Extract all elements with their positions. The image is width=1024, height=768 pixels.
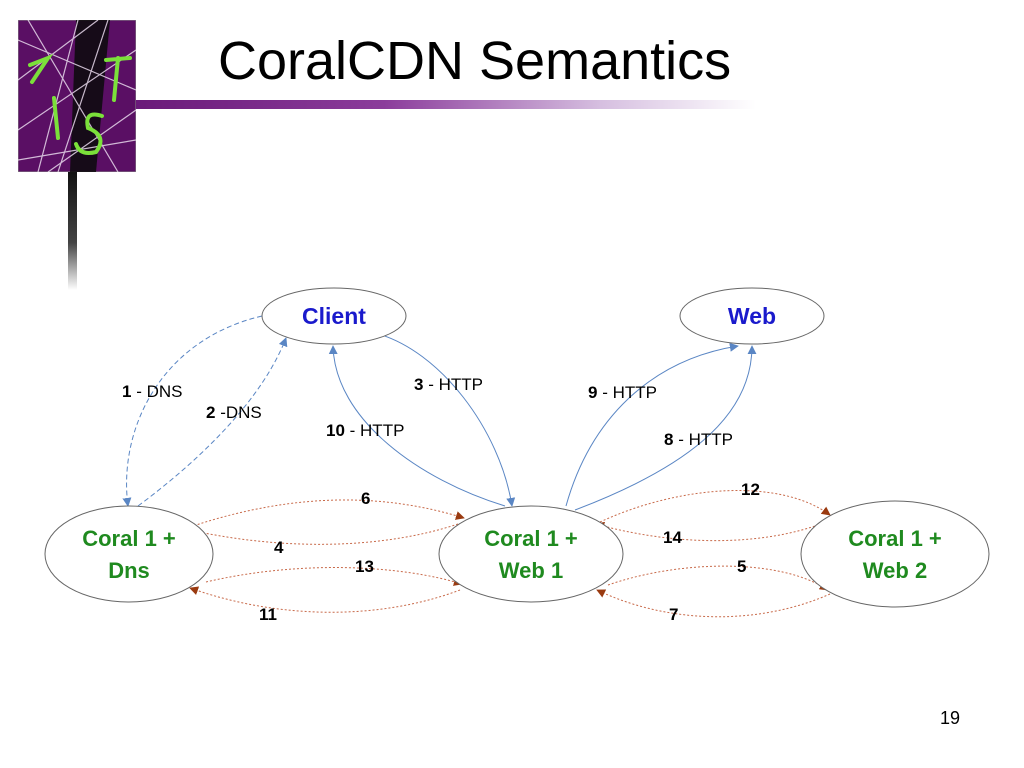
edge-2-dns [137, 337, 288, 507]
edge-3-http [374, 332, 516, 507]
label-edge-5: 5 [737, 557, 746, 576]
svg-text:Coral 1 +: Coral 1 + [82, 526, 176, 551]
svg-text:Client: Client [302, 303, 366, 329]
title-underline [136, 100, 756, 109]
node-coral-dns: Coral 1 + Dns [44, 505, 214, 603]
edge-4 [189, 523, 459, 545]
edge-10-http [328, 345, 506, 507]
slide-title: CoralCDN Semantics [218, 31, 732, 91]
edge-9-http [565, 342, 739, 507]
node-coral-web1: Coral 1 + Web 1 [438, 505, 624, 603]
node-client: Client [261, 287, 407, 345]
label-edge-3: 3 - HTTP [414, 375, 483, 394]
svg-text:Web 1: Web 1 [499, 558, 563, 583]
label-edge-9: 9 - HTTP [588, 383, 657, 402]
edge-1-dns [122, 315, 263, 507]
svg-text:Web: Web [728, 303, 776, 329]
svg-text:Web 2: Web 2 [863, 558, 927, 583]
label-edge-11: 11 [259, 605, 277, 624]
edge-8-http [574, 345, 757, 511]
edge-5 [607, 565, 829, 591]
edge-7 [596, 589, 831, 618]
label-edge-7: 7 [669, 605, 678, 624]
svg-text:Dns: Dns [108, 558, 150, 583]
label-edge-12: 12 [741, 480, 760, 499]
edge-11 [189, 586, 461, 613]
label-edge-1: 1 - DNS [122, 382, 182, 401]
edge-12 [599, 490, 831, 523]
label-edge-2: 2 -DNS [206, 403, 262, 422]
edge-6 [189, 499, 465, 528]
label-edge-14: 14 [663, 528, 682, 547]
logo-bar [68, 172, 77, 290]
logo-icon [18, 20, 136, 172]
page-number: 19 [940, 708, 961, 728]
node-web: Web [679, 287, 825, 345]
label-edge-8: 8 - HTTP [664, 430, 733, 449]
label-edge-4: 4 [274, 538, 284, 557]
svg-text:Coral 1 +: Coral 1 + [484, 526, 578, 551]
label-edge-13: 13 [355, 557, 374, 576]
edge-13 [205, 567, 463, 586]
node-coral-web2: Coral 1 + Web 2 [800, 500, 990, 608]
edge-14 [595, 521, 827, 542]
label-edge-6: 6 [361, 489, 370, 508]
svg-text:Coral 1 +: Coral 1 + [848, 526, 942, 551]
label-edge-10: 10 - HTTP [326, 421, 404, 440]
